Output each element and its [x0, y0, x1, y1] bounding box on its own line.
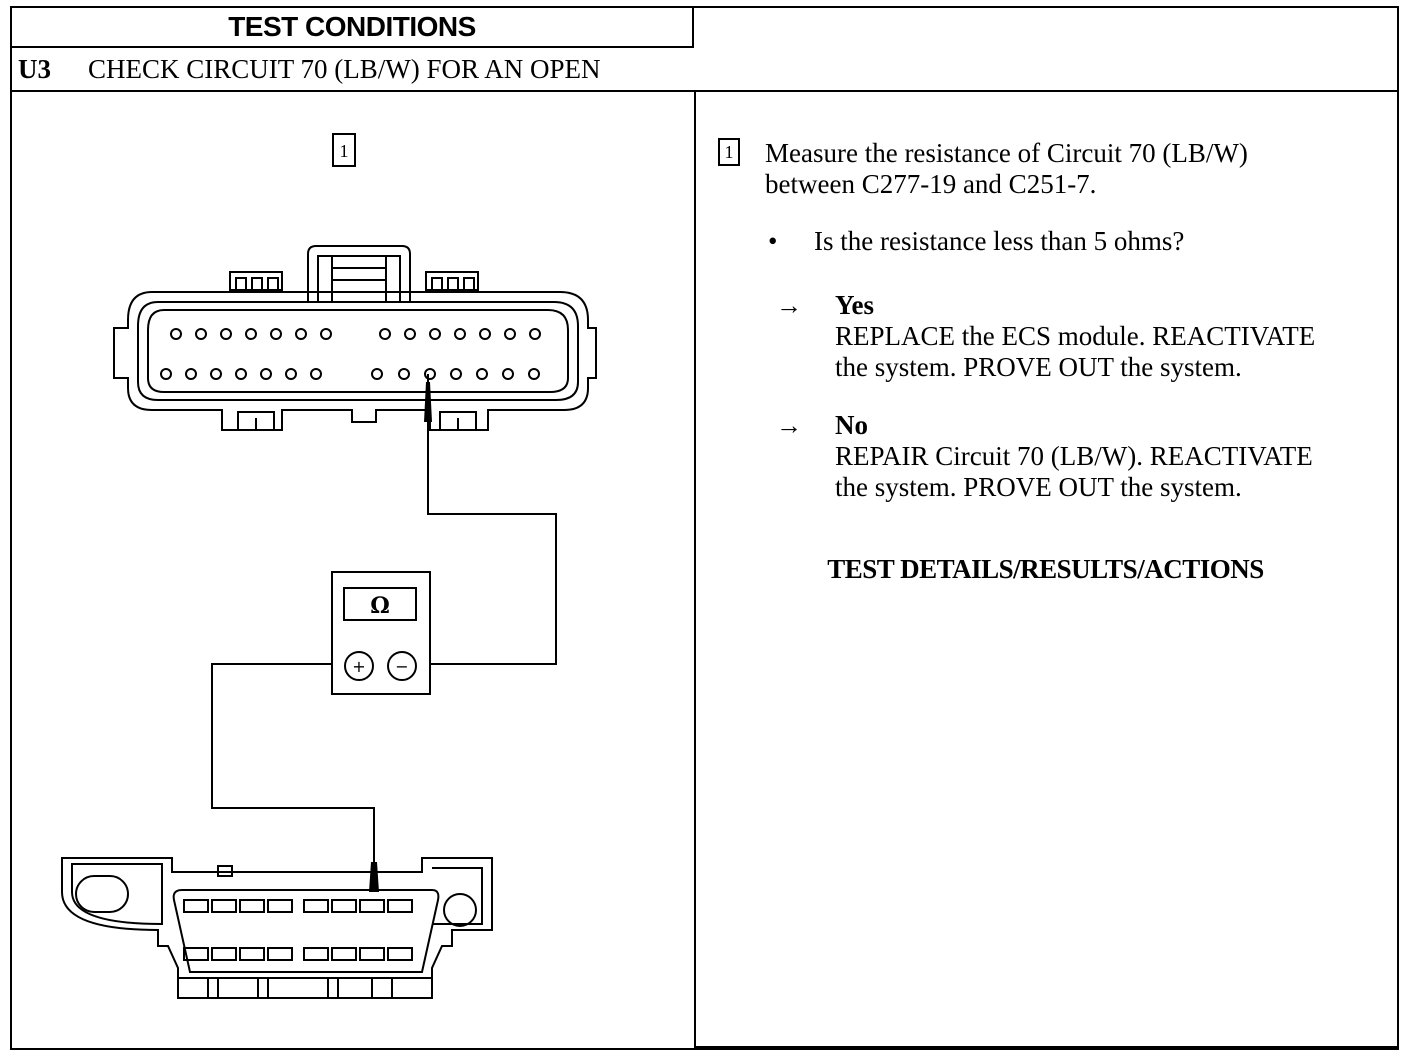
connector-c277-pins: [160, 328, 541, 380]
diagram-step-box: 1: [332, 133, 356, 167]
test-leads: [211, 422, 557, 862]
minus-terminal: −: [395, 657, 408, 676]
result-no-label: No: [835, 410, 868, 440]
arrow-icon: →: [776, 291, 802, 320]
ohmmeter-icon: Ω + −: [331, 571, 431, 695]
bullet: •: [768, 226, 778, 256]
test-details-header: TEST DETAILS/RESULTS/ACTIONS: [694, 92, 1397, 1048]
result-yes-label: Yes: [835, 290, 874, 320]
step-title-row: U3 CHECK CIRCUIT 70 (LB/W) FOR AN OPEN: [12, 48, 1397, 92]
probe-c251: [369, 862, 379, 892]
connector-c251-icon: [61, 857, 493, 999]
step-title: CHECK CIRCUIT 70 (LB/W) FOR AN OPEN: [88, 53, 601, 84]
details-step-box: 1: [718, 138, 740, 166]
plus-terminal: +: [352, 657, 365, 676]
result-no: No REPAIR Circuit 70 (LB/W). REACTIVATE …: [835, 410, 1390, 503]
result-yes: Yes REPLACE the ECS module. REACTIVATE t…: [835, 290, 1390, 383]
probe-c277: [424, 374, 432, 422]
step-id: U3: [18, 53, 51, 84]
result-no-line-2: the system. PROVE OUT the system.: [835, 472, 1242, 502]
result-yes-line-1: REPLACE the ECS module. REACTIVATE: [835, 321, 1316, 351]
wiring-diagram: 1: [12, 92, 694, 1048]
question: Is the resistance less than 5 ohms?: [814, 226, 1185, 256]
result-no-line-1: REPAIR Circuit 70 (LB/W). REACTIVATE: [835, 441, 1313, 471]
test-details: 1 Measure the resistance of Circuit 70 (…: [696, 92, 1397, 1048]
ohm-symbol: Ω: [370, 593, 390, 619]
connector-c277-icon: [113, 245, 597, 431]
result-yes-line-2: the system. PROVE OUT the system.: [835, 352, 1242, 382]
test-conditions-header: TEST CONDITIONS: [12, 8, 694, 48]
instruction-line-1: Measure the resistance of Circuit 70 (LB…: [765, 138, 1248, 168]
diagram-step-number: 1: [340, 141, 349, 161]
instruction: Measure the resistance of Circuit 70 (LB…: [765, 138, 1385, 200]
arrow-icon: →: [776, 411, 802, 440]
test-table: TEST CONDITIONS TEST DETAILS/RESULTS/ACT…: [10, 6, 1399, 1050]
column-divider: [694, 92, 696, 1048]
instruction-line-2: between C277-19 and C251-7.: [765, 169, 1097, 199]
